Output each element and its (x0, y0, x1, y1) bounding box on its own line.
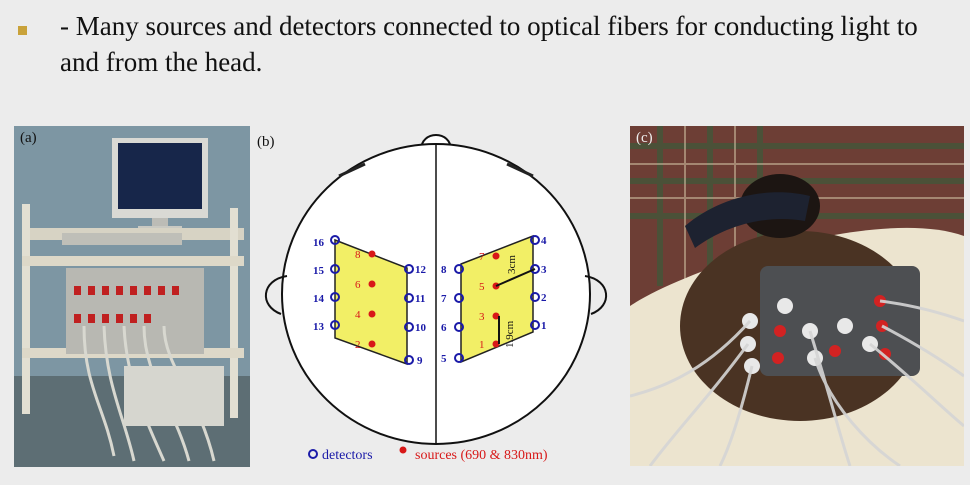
bullet-square-icon (18, 26, 27, 35)
legend-detector-icon (308, 449, 318, 459)
detector-label: 6 (441, 322, 447, 334)
dimension-label-3cm: 3cm (506, 255, 518, 274)
detector-label: 14 (313, 293, 325, 305)
source-label: 8 (355, 249, 361, 261)
source-dot (368, 280, 376, 288)
detector-label: 3 (541, 264, 547, 276)
source-label: 5 (479, 281, 485, 293)
detector-dot (330, 235, 340, 245)
photo-subject-with-probe: (c) (630, 126, 964, 466)
detector-label: 9 (417, 355, 423, 367)
dimension-line-3cm (495, 268, 536, 287)
detector-label: 7 (441, 293, 447, 305)
panel-a-label: (a) (20, 130, 37, 146)
source-dot (492, 340, 500, 348)
source-dot (492, 312, 500, 320)
bullet-text: - Many sources and detectors connected t… (60, 11, 918, 77)
source-dot (492, 252, 500, 260)
detector-label: 12 (415, 264, 427, 276)
detector-dot (404, 264, 414, 274)
legend-sources: sources (690 & 830nm) (415, 448, 548, 463)
right-brow-mark (506, 162, 534, 178)
detector-label: 11 (415, 293, 425, 305)
detector-label: 15 (313, 265, 325, 277)
detector-dot (404, 322, 414, 332)
detector-dot (454, 293, 464, 303)
subject-illustration (630, 126, 964, 466)
detector-dot (530, 264, 540, 274)
right-probe-patch (460, 234, 534, 364)
legend-source-icon (399, 446, 407, 454)
instrument-cart-illustration (14, 126, 250, 467)
left-ear (264, 275, 288, 315)
detector-label: 4 (541, 235, 547, 247)
detector-label: 2 (541, 292, 547, 304)
detector-dot (530, 235, 540, 245)
detector-dot (330, 264, 340, 274)
detector-label: 16 (313, 237, 325, 249)
detector-label: 8 (441, 264, 447, 276)
source-label: 7 (479, 251, 485, 263)
source-label: 6 (355, 279, 361, 291)
legend-detectors: detectors (322, 448, 373, 463)
panel-c-label: (c) (636, 130, 653, 146)
detector-dot (404, 355, 414, 365)
photo-instrument-cart: (a) (14, 126, 250, 467)
detector-dot (330, 320, 340, 330)
left-brow-mark (338, 162, 366, 178)
source-dot (368, 250, 376, 258)
source-label: 3 (479, 311, 485, 323)
detector-dot (530, 320, 540, 330)
panel-b-label: (b) (257, 134, 275, 150)
source-label: 4 (355, 309, 361, 321)
detector-label: 1 (541, 320, 547, 332)
detector-dot (330, 292, 340, 302)
right-ear (584, 275, 608, 315)
detector-dot (454, 353, 464, 363)
detector-dot (454, 322, 464, 332)
detector-label: 10 (415, 322, 427, 334)
dimension-label-19cm: 1.9cm (504, 320, 516, 348)
head-probe-diagram: 16 15 14 13 12 11 10 9 8 6 4 (255, 124, 617, 474)
source-dot (368, 340, 376, 348)
source-label: 1 (479, 339, 485, 351)
source-label: 2 (355, 339, 361, 351)
detector-label: 13 (313, 321, 325, 333)
source-dot (368, 310, 376, 318)
detector-dot (454, 264, 464, 274)
detector-label: 5 (441, 353, 447, 365)
head-diagram-svg: 16 15 14 13 12 11 10 9 8 6 4 (264, 134, 608, 463)
detector-dot (530, 292, 540, 302)
detector-dot (404, 293, 414, 303)
